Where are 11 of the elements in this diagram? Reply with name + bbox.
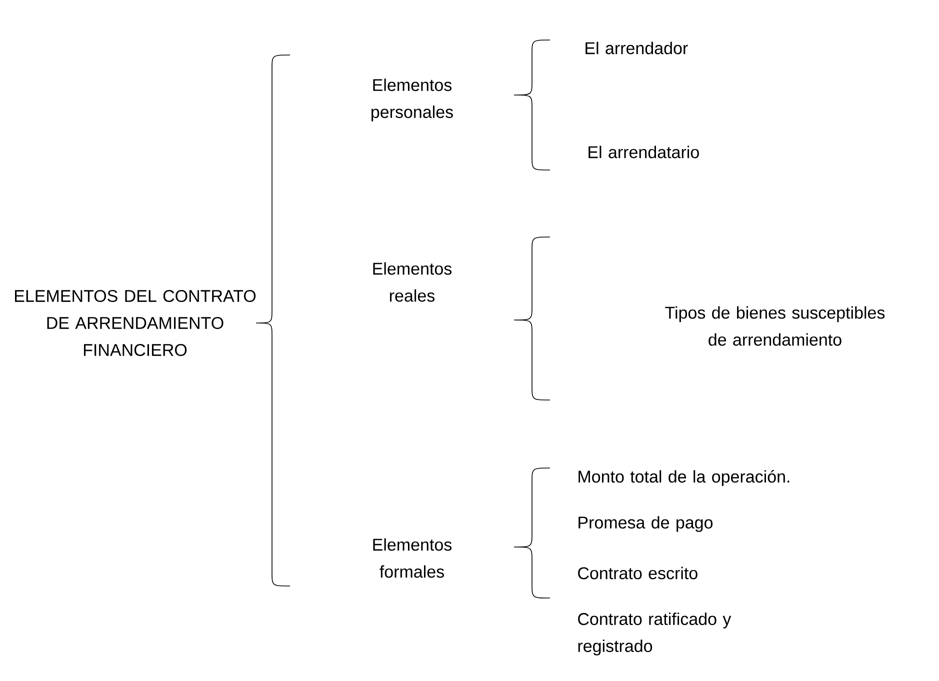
category-label: Elementos formales [373, 538, 452, 578]
item-label: Contrato ratificado y registrado [578, 612, 732, 656]
item-label: Contrato escrito [578, 566, 698, 580]
category-label: Elementos reales [373, 262, 452, 302]
category-label: Elementos personales [372, 78, 453, 122]
item-label: El arrendador [586, 42, 688, 54]
item-label: Promesa de pago [578, 516, 713, 532]
main-topic: ELEMENTOS DEL CONTRATO DE ARRENDAMIENTO FINANCIERO [15, 290, 256, 356]
item-label: El arrendatario [588, 146, 699, 158]
item-label: Monto total de la operación. [578, 470, 790, 486]
item-label: Tipos de bienes susceptibles de arrendamiento [665, 306, 885, 346]
